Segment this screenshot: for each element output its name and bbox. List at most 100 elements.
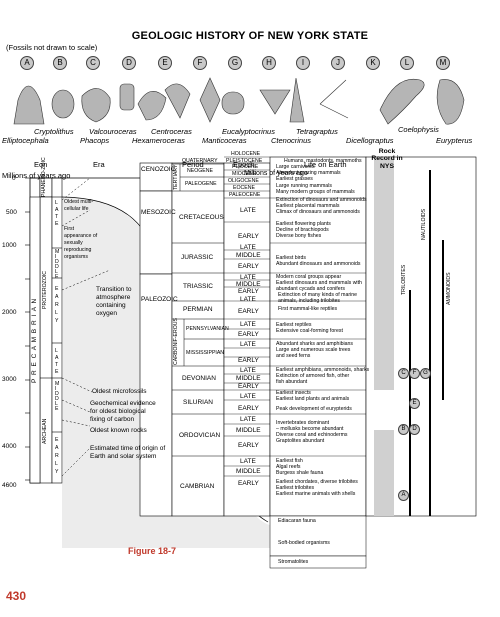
life-permian-ext-1: Extinction of many kinds of marine [278, 292, 358, 298]
life-paleogene-2: Many modern groups of mammals [276, 188, 355, 195]
fossil-letter-f: F [193, 56, 207, 70]
fossil-name-i: Hexameroceras [132, 136, 185, 145]
epoch-jurassic-early: EARLY [238, 263, 259, 270]
axis-label-3000: 3000 [2, 376, 17, 383]
era-cenozoic: CENOZOIC [141, 166, 176, 173]
era-early-2: E A R L Y [55, 437, 59, 475]
fossil-letter-g: G [228, 56, 242, 70]
epoch-holocene: HOLOCENE [231, 151, 261, 157]
fossil-letter-k: K [366, 56, 380, 70]
period-cambrian: CAMBRIAN [180, 483, 215, 490]
period-neogene: NEOGENE [187, 168, 213, 174]
life-silurian: Earliest insects Earliest land plants an… [276, 390, 352, 413]
epoch-jurassic-middle: MIDDLE [236, 252, 261, 259]
centroceras2-icon [164, 83, 191, 119]
note-oldest-rocks: Oldest known rocks [90, 427, 147, 434]
life-dev-1: Earliest amphibians, ammonoids, sharks [276, 367, 370, 373]
scale-note: (Fossils not drawn to scale) [6, 43, 98, 52]
epoch-permian-early: EARLY [238, 308, 259, 315]
period-permian: PERMIAN [183, 306, 213, 313]
life-cam-1: Earliest fish [276, 458, 303, 464]
eucalyptocrinus-icon [119, 83, 135, 111]
life-ord-2: – mollusks become abundant [276, 425, 344, 432]
life-triassic-1: Modern coral groups appear [276, 274, 342, 280]
period-silurian: SILURIAN [183, 399, 213, 406]
fossil-name-h: Phacops [80, 136, 110, 145]
header-life: Life on Earth [304, 160, 347, 169]
note-origin-earth: Estimated time of origin of Earth and so… [90, 445, 166, 460]
epoch-pleistocene: PLEISTOCENE [226, 158, 263, 164]
life-neogene-3: Earliest grasses [276, 175, 313, 182]
life-mississippian: Abundant sharks and amphibians Large and… [276, 341, 353, 360]
manticoceras-icon [221, 91, 245, 115]
axis-label-4000: 4000 [2, 443, 17, 450]
epoch-pliocene: PLIOCENE [232, 164, 259, 170]
life-triassic: Modern coral groups appear Earliest dino… [276, 274, 362, 293]
eon-phanerozoic: PHANERO-ZOIC [41, 157, 47, 197]
rock-letter-g: G [420, 368, 431, 379]
fossil-name-c: Centroceras [151, 127, 192, 136]
range-ammonoids: AMMONOIDS [446, 272, 452, 305]
cryptolithus-icon [13, 85, 45, 125]
life-penn-2: Extensive coal-forming forest [276, 327, 343, 334]
fossil-name-k: Ctenocrinus [271, 136, 312, 145]
period-cretaceous: CRETACEOUS [179, 214, 224, 221]
life-ord-3: Diverse coral and echinoderms [276, 431, 348, 438]
range-trilobites: TRILOBITES [401, 264, 407, 295]
life-neogene-1: Large carnivores [276, 164, 315, 170]
epoch-cam-early: EARLY [238, 480, 259, 487]
valcouroceras-icon [51, 89, 75, 119]
life-cretaceous-3: Earliest flowering plants [276, 220, 331, 227]
epoch-oligocene: OLIGOCENE [228, 178, 259, 184]
epoch-penn-early: EARLY [238, 331, 259, 338]
life-ediacaran: Ediacaran fauna [278, 518, 316, 524]
life-cam-5: Earliest trilobites [276, 484, 315, 491]
life-neogene-2: Abundant grazing mammals [276, 169, 341, 176]
fossil-name-g: Elliptocephala [2, 136, 49, 145]
header-mya-left: Millions of years ago [2, 171, 71, 180]
period-tertiary: TERTIARY [173, 164, 179, 190]
epoch-miss-late: LATE [240, 341, 256, 348]
life-penn-1: Earliest reptiles [276, 322, 312, 328]
fossil-name-e: Tetragraptus [296, 127, 338, 136]
life-ord-4: Graptolites abundant [276, 437, 325, 444]
axis-label-500: 500 [6, 209, 17, 216]
eon-archean: ARCHEAN [42, 418, 48, 444]
period-carboniferous: CARBONIF-EROUS [173, 318, 179, 365]
era-paleozoic: PALEOZOIC [141, 296, 178, 303]
fossil-letter-j: J [331, 56, 345, 70]
epoch-paleocene: PALEOCENE [229, 192, 261, 198]
fossil-letter-b: B [53, 56, 67, 70]
life-jurassic-1: Earliest birds [276, 255, 306, 261]
life-ord-1: Invertebrates dominant [276, 420, 330, 426]
life-cretaceous: Earliest placental mammals Climax of din… [276, 203, 360, 240]
era-middle-2: M I D D L E [55, 381, 60, 412]
fossil-name-d: Eucalyptocrinus [222, 127, 275, 136]
life-sil-1: Earliest insects [276, 390, 311, 396]
eon-proterozoic: PROTEROZOIC [42, 270, 48, 310]
life-cambrian: Earliest fish Algal reefs Burgess shale … [276, 458, 358, 498]
tetragraptus-icon [259, 89, 291, 115]
fossil-name-a: Cryptolithus [34, 127, 74, 136]
rock-letter-a: A [398, 490, 409, 501]
epoch-triassic-early: EARLY [238, 288, 259, 295]
era-late-1: L A T E [55, 200, 59, 227]
life-sil-2: Earliest land plants and animals [276, 395, 350, 402]
range-nautiloids: NAUTILOIDS [421, 208, 427, 240]
epoch-triassic-late: LATE [240, 274, 256, 281]
period-jurassic: JURASSIC [181, 254, 214, 261]
eon-precambrian: P R E C A M B R I A N [31, 297, 38, 383]
epoch-cam-late: LATE [240, 458, 256, 465]
epoch-cam-middle: MIDDLE [236, 468, 261, 475]
rock-letter-b: B [398, 424, 409, 435]
rock-letter-c: C [398, 368, 409, 379]
era-early-1: E A R L Y [55, 286, 59, 324]
epoch-triassic-middle: MIDDLE [236, 281, 261, 288]
ctenocrinus-icon [289, 77, 305, 123]
epoch-permian-late: LATE [240, 296, 256, 303]
life-miss-3: and seed ferns [276, 352, 311, 359]
epoch-sil-late: LATE [240, 393, 256, 400]
period-ordovician: ORDOVICIAN [179, 432, 221, 439]
period-triassic: TRIASSIC [183, 283, 213, 290]
